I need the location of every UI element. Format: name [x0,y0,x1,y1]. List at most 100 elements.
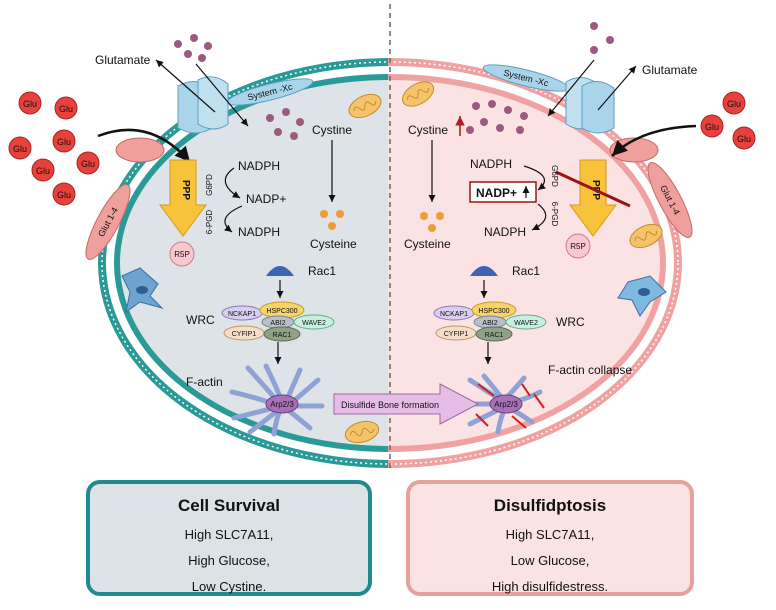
left-panel: Glu Glu Glu Glu Glu Glu Glu Glut 1-4 PPP… [8,34,382,444]
wrc-subunit-abi2: ABI2 [270,320,285,327]
f-actin-label-left: F-actin [186,375,223,389]
wrc-subunit-cyfip1: CYFIP1 [444,331,469,338]
disulfidptosis-title: Disulfidptosis [493,496,607,515]
glut-transporter-right-body [647,162,693,238]
wrc-complex-left: NCKAP1 HSPC300 ABI2 WAVE2 CYFIP1 RAC1 [221,301,335,342]
mitochondrion-icon [629,223,663,249]
ppp-arrow-right [569,159,617,237]
cysteine-molecules-left [320,210,344,230]
glucose-uptake-arrow-right [611,124,697,157]
mitochondrion-icon [401,81,435,107]
wrc-subunit-cyfip1: CYFIP1 [232,331,257,338]
glucose-molecule [52,182,76,206]
glucose-molecule [18,91,42,115]
r5p-label-left: R5P [174,250,190,259]
glu-label: Glu [705,122,719,132]
rac1-label-right: Rac1 [512,264,540,278]
rac1-icon-left [266,266,294,276]
cell-shape-icon [617,275,667,317]
g6pd-label-right: G6PD [550,165,559,187]
wrc-subunit-nckap1: NCKAP1 [440,311,468,318]
wrc-subunit-rac1: RAC1 [485,332,504,339]
glucose-molecule [31,158,55,182]
arp-label-right: Arp2/3 [494,400,518,409]
ppp-label-left: PPP [180,180,191,200]
r5p-circle-right [565,233,591,259]
cell-survival-line-2: High Glucose, [188,553,270,568]
xc-transporter-right [565,77,615,134]
arp-label-left: Arp2/3 [270,400,294,409]
glut-transporter-left [115,137,165,163]
glucose-molecule [732,126,756,150]
glutamate-label-right: Glutamate [642,63,698,77]
glu-label: Glu [36,166,50,176]
arp23-complex-left [265,394,299,414]
right-panel: Glu Glu Glu Glut 1-4 PPP R5P System -Xc … [401,22,756,435]
wrc-subunit-hspc300: HSPC300 [478,308,509,315]
f-actin-label-right: F-actin collapse [548,363,632,377]
cystine-import-arrow-right [547,59,595,117]
glu-label: Glu [737,134,751,144]
nadp-plus-box [469,181,537,203]
g6pd-label-left: G6PD [205,174,214,196]
pgd-label-left: 6-PGD [205,210,214,235]
ppp-inhibition-line [555,170,631,208]
nadp-reduction-arrow-right [531,203,547,231]
wrc-subunit-wave2: WAVE2 [514,320,538,327]
cell-survival-box: Cell Survival High SLC7A11, High Glucose… [86,480,372,596]
glu-label: Glu [13,144,27,154]
glucose-cluster-left: Glu Glu Glu Glu Glu Glu Glu [8,91,100,206]
cell-survival-line-3: Low Cystine. [191,579,267,594]
ppp-arrow-left [159,159,207,237]
arp23-complex-right [489,394,523,414]
glucose-molecule [8,136,32,160]
rac1-label-left: Rac1 [308,264,336,278]
nadp-plus-label-right: NADP+ [476,186,517,200]
cystine-label-right: Cystine [408,123,448,137]
r5p-label-right: R5P [570,242,586,251]
pgd-label-right: 6-PGD [550,202,559,227]
glu-label: Glu [59,104,73,114]
glucose-cluster-right: Glu Glu Glu [700,91,756,150]
glucose-molecule [700,114,724,138]
glucose-molecule [76,151,100,175]
nadph-oxidation-arrow-right [523,165,546,191]
glucose-molecule [54,96,78,120]
cystine-molecules-inside-right [466,100,528,134]
nadph-oxidation-arrow-left [224,167,241,199]
wrc-subunit-abi2: ABI2 [482,320,497,327]
wrc-subunit-wave2: WAVE2 [302,320,326,327]
nadph-bottom-label-left: NADPH [238,225,280,239]
cell-survival-title: Cell Survival [177,496,281,515]
disulfidptosis-line-3: High disulfidestress. [491,579,609,594]
wrc-subunit-nckap1: NCKAP1 [228,311,256,318]
cystine-molecules-inside-left [266,108,304,140]
wrc-label-right: WRC [556,315,585,329]
glu-label: Glu [81,159,95,169]
cysteine-label-right: Cysteine [404,237,451,251]
glucose-uptake-arrow-left [97,128,191,163]
cell-survival-line-1: High SLC7A11, [184,527,274,542]
cysteine-molecules-right [420,212,444,232]
glutamate-export-arrow-left [155,59,216,113]
r5p-circle-left [169,241,195,267]
mitochondrion-icon [344,420,380,444]
glutamate-export-arrow-right [597,65,637,111]
glu-label: Glu [23,99,37,109]
cystine-label-left: Cystine [312,123,352,137]
disulfidptosis-line-1: High SLC7A11, [505,527,595,542]
disulfidptosis-box: Disulfidptosis High SLC7A11, Low Glucose… [406,480,694,596]
glut-transporter-left-body [85,184,131,260]
cell-shape-icon [121,267,164,314]
cystine-import-arrow-left [195,63,249,127]
wrc-subunit-rac1: RAC1 [273,332,292,339]
wrc-complex-right: NCKAP1 HSPC300 ABI2 WAVE2 CYFIP1 RAC1 [433,301,547,342]
xc-transporter-left [177,76,229,134]
cysteine-label-left: Cysteine [310,237,357,251]
glu-label: Glu [57,190,71,200]
cystine-molecules-outside-right [590,22,614,54]
disulfide-bond-label: Disulfide Bone formation [341,400,439,410]
nadph-top-label-left: NADPH [238,159,280,173]
cystine-molecules-outside-left [174,34,212,62]
